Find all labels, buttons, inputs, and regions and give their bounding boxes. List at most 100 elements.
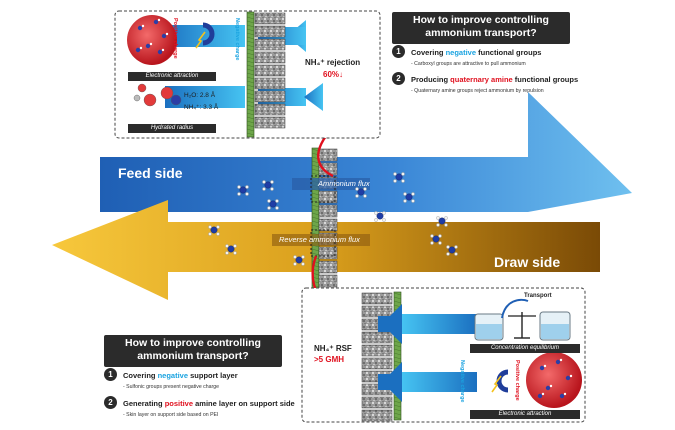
bottom-negative-charge-label: Negative charge [459, 360, 465, 403]
top-inset-membrane-support-block [254, 90, 286, 103]
bottom-inset-membrane-support-block [361, 409, 393, 422]
bottom-panel-title-line1: How to improve controlling [125, 337, 261, 349]
hydrated-molecule [170, 94, 182, 106]
ammonium-flux-label: Ammonium flux [318, 179, 370, 188]
bottom-item-1-desc: - Sulfonic groups present negative charg… [123, 384, 220, 390]
reverse-ammonium-flux-label: Reverse ammonium flux [279, 235, 360, 244]
top-inset-membrane-support-block [254, 103, 286, 116]
bottom-inset-membrane-support-block [361, 305, 393, 318]
bottom-inset-membrane-support-block [361, 357, 393, 370]
ammonium-molecule [393, 172, 405, 183]
top-inset-membrane-support-block [254, 12, 286, 25]
bottom-inset-membrane-active-layer [393, 291, 402, 421]
central-membrane-support-block [318, 246, 338, 260]
central-membrane-support-block [318, 218, 338, 232]
lightning-icon [195, 31, 206, 49]
central-membrane-support-block [318, 190, 338, 204]
feed-side-label: Feed side [118, 165, 183, 181]
feed-arrow [100, 92, 632, 212]
ammonium-molecule [430, 234, 442, 245]
top-item-2-pre: Producing [411, 75, 451, 84]
lightning-icon [491, 375, 502, 393]
bottom-item-1-title: Covering negative support layer [123, 371, 238, 380]
ammonium-molecule [237, 185, 249, 196]
bottom-item-1-pre: Covering [123, 371, 158, 380]
top-inset-membrane-support-block [254, 77, 286, 90]
draw-side-label: Draw side [494, 254, 561, 270]
central-membrane-support-block [318, 260, 338, 274]
top-inset-membrane-support-block [254, 64, 286, 77]
top-item-2-title: Producing quaternary amine functional gr… [411, 75, 578, 84]
concentration-equilibrium-label: Concentration equilibrium [470, 344, 580, 353]
bottom-item-2-desc: - Skin layer on support side based on PE… [123, 412, 219, 418]
hydrated-molecule [137, 83, 147, 93]
top-inset-membrane-support-block [254, 116, 286, 129]
transport-label: Transport [524, 293, 552, 299]
bottom-panel-title: How to improve controlling ammonium tran… [104, 335, 282, 367]
top-item-1-highlight: negative [445, 48, 477, 57]
bottom-item-2-number: 2 [104, 396, 117, 409]
bottom-inset-membrane-support-block [361, 292, 393, 305]
ammonium-molecule [436, 216, 448, 227]
bottom-panel-title-line2: ammonium transport? [137, 350, 249, 362]
top-panel-title-line2: ammonium transport? [425, 27, 537, 39]
top-inset-membrane-active-layer [246, 11, 255, 138]
nh4-rejection-label: NH₄⁺ rejection [305, 58, 361, 67]
central-membrane-support-block [318, 274, 338, 288]
nh4-rsf-label: NH₄⁺ RSF [314, 344, 352, 353]
bottom-attraction-arrow [402, 372, 477, 392]
hydrated-molecule [160, 86, 174, 100]
hydrated-molecule [133, 94, 141, 102]
top-electronic-attraction-label: Electronic attraction [128, 72, 216, 81]
top-item-2-desc: - Quaternary amine groups reject ammoniu… [411, 88, 544, 94]
top-positive-ball [127, 15, 177, 65]
bottom-item-2-highlight: positive [164, 399, 194, 408]
h2o-radius-label: H₂O: 2.8 Å [184, 92, 216, 99]
ammonium-molecule [293, 255, 305, 266]
ammonium-molecule [374, 211, 386, 222]
bottom-transport-arrow [402, 314, 477, 334]
bottom-item-2-post: amine layer on support side [193, 399, 295, 408]
ammonium-molecule [208, 225, 220, 236]
ammonium-molecule [262, 180, 274, 191]
bottom-positive-charge-label: Positive charge [514, 360, 520, 401]
bottom-item-1-number: 1 [104, 368, 117, 381]
central-membrane-support-block [318, 162, 338, 176]
bottom-item-1-highlight: negative [157, 371, 189, 380]
top-item-1-title: Covering negative functional groups [411, 48, 541, 57]
top-item-2-number: 2 [392, 72, 405, 85]
hydrated-radius-label: Hydrated radius [128, 124, 216, 133]
bottom-positive-ball [526, 352, 582, 408]
top-inset-membrane-support-block [254, 38, 286, 51]
bottom-inset-membrane-support-block [361, 396, 393, 409]
nh4-radius-label: NH₄⁺: 3.3 Å [184, 104, 219, 111]
top-panel-title: How to improve controlling ammonium tran… [392, 12, 570, 44]
top-item-2-highlight: quaternary amine [450, 75, 513, 84]
top-negative-charge-label: Negative charge [234, 18, 240, 61]
top-inset-membrane-support-block [254, 51, 286, 64]
bottom-item-2-title: Generating positive amine layer on suppo… [123, 399, 295, 408]
top-item-1-post: functional groups [476, 48, 542, 57]
ammonium-molecule [403, 192, 415, 203]
top-item-2-post: functional groups [512, 75, 579, 84]
ammonium-molecule [355, 187, 367, 198]
top-item-1-number: 1 [392, 45, 405, 58]
magnet-icon [202, 22, 215, 46]
central-membrane-support-block [318, 204, 338, 218]
bottom-electronic-attraction-label: Electronic attraction [470, 410, 580, 419]
nh4-rsf-value: >5 GMH [314, 355, 345, 364]
ammonium-molecule [225, 244, 237, 255]
transport-arrow-icon [501, 298, 529, 319]
nh4-rejection-value: 60%↓ [323, 70, 344, 79]
bottom-inset-membrane-support-block [361, 331, 393, 344]
bottom-item-2-pre: Generating [123, 399, 165, 408]
bottom-item-1-post: support layer [188, 371, 238, 380]
top-inset-membrane-support-block [254, 25, 286, 38]
top-panel-title-line1: How to improve controlling [413, 14, 549, 26]
central-membrane-support-block [318, 148, 338, 162]
ammonium-molecule [267, 199, 279, 210]
magnet-icon [496, 369, 509, 393]
top-positive-charge-label: Positive charge [172, 18, 178, 59]
hydrated-molecule [143, 93, 157, 107]
